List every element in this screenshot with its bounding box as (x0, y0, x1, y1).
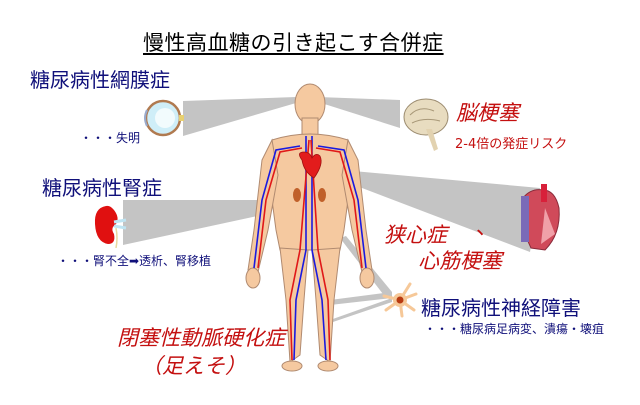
nephropathy-note: ・・・腎不全➡透析、腎移植 (57, 254, 212, 268)
eye-icon (144, 99, 184, 137)
nephropathy-label: 糖尿病性腎症 (42, 176, 162, 200)
beam-eye (183, 97, 296, 136)
kidney-icon (94, 205, 127, 248)
myocardial-infarction-label: 心筋梗塞 (418, 249, 502, 273)
beam-neuron-c (330, 298, 392, 323)
stroke-label: 脳梗塞 (456, 101, 519, 125)
beam-neuron-b (330, 292, 392, 305)
body-kidney-right (318, 188, 326, 202)
angina-label: 狭心症 (384, 223, 447, 247)
body-kidney-left (293, 188, 301, 202)
heart-icon (521, 184, 560, 251)
retinopathy-label: 糖尿病性網膜症 (30, 68, 170, 92)
page-title: 慢性高血糖の引き起こす合併症 (143, 31, 444, 55)
stroke-note: 2-4倍の発症リスク (455, 137, 568, 152)
pad-label: 閉塞性動脈硬化症 (117, 326, 285, 350)
body-heart (299, 151, 322, 179)
heart-separator: 、 (476, 215, 497, 239)
neuropathy-label: 糖尿病性神経障害 (421, 296, 581, 320)
neuron-icon (382, 282, 418, 318)
beam-heart (320, 168, 540, 252)
beam-brain (318, 97, 400, 128)
retinopathy-note: ・・・失明 (80, 131, 141, 145)
brain-icon (403, 98, 449, 151)
pad-sub-label: （足えそ） (141, 354, 246, 378)
neuropathy-note: ・・・糖尿病足病変、潰瘍・壊疽 (424, 322, 605, 336)
beam-kidney (123, 200, 262, 245)
